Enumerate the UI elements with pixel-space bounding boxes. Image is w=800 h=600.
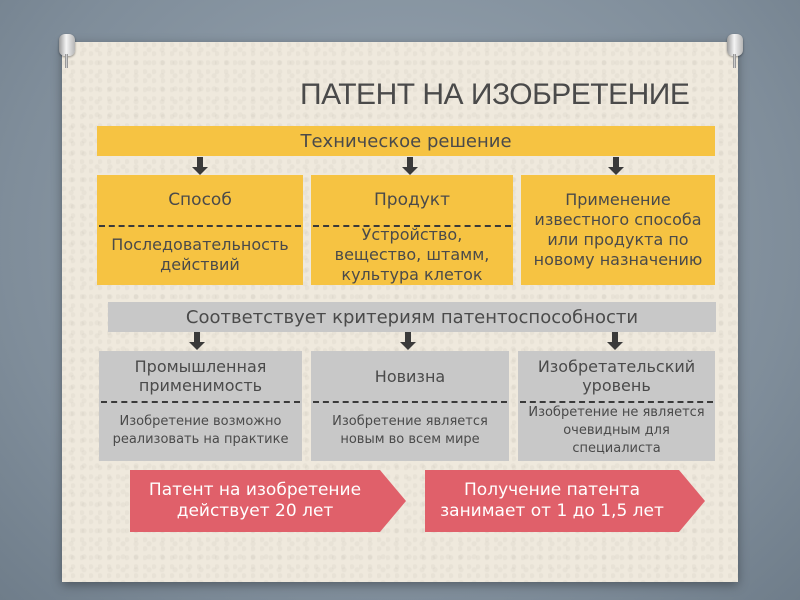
criterion-description: Изобретение не является очевидным для сп… xyxy=(528,405,705,456)
red-arrow-shape xyxy=(130,470,406,532)
type-box-method: Способ Последовательность действий xyxy=(97,175,303,285)
type-title: Способ xyxy=(168,190,232,210)
validity-callout: Патент на изобретение действует 20 лет xyxy=(130,470,406,532)
type-title: Применение известного способа или продук… xyxy=(533,190,703,269)
dashed-divider xyxy=(99,225,301,227)
criterion-title: Изобретательский уровень xyxy=(537,357,696,395)
callout-text: Патент на изобретение действует 20 лет xyxy=(148,480,362,521)
dashed-divider xyxy=(313,225,511,227)
red-arrow-shape xyxy=(425,470,705,532)
duration-callout: Получение патента занимает от 1 до 1,5 л… xyxy=(425,470,705,532)
type-description: Последовательность действий xyxy=(111,235,289,274)
type-box-new-use: Применение известного способа или продук… xyxy=(521,175,715,285)
pushpin-icon xyxy=(56,34,78,68)
criterion-box-inventive-step: Изобретательский уровень Изобретение не … xyxy=(518,351,715,461)
type-description: Устройство, вещество, штамм, культура кл… xyxy=(334,225,490,284)
criterion-box-novelty: Новизна Изобретение является новым во вс… xyxy=(311,351,509,461)
criterion-title: Промышленная применимость xyxy=(134,357,267,395)
criterion-description: Изобретение возможно реализовать на прак… xyxy=(112,414,289,447)
type-box-product: Продукт Устройство, вещество, штамм, кул… xyxy=(311,175,513,285)
criteria-bar: Соответствует критериям патентоспособнос… xyxy=(108,302,716,332)
slide-title: ПАТЕНТ НА ИЗОБРЕТЕНИЕ xyxy=(300,78,690,111)
criterion-title: Новизна xyxy=(374,366,446,386)
dashed-divider xyxy=(101,401,300,403)
type-title: Продукт xyxy=(374,190,450,210)
pushpin-icon xyxy=(724,34,746,68)
technical-solution-bar: Техническое решение xyxy=(97,126,715,156)
callout-text: Получение патента занимает от 1 до 1,5 л… xyxy=(440,480,664,521)
dashed-divider xyxy=(313,401,507,403)
criterion-description: Изобретение является новым во всем мире xyxy=(332,414,488,447)
criterion-box-applicability: Промышленная применимость Изобретение во… xyxy=(99,351,302,461)
dashed-divider xyxy=(520,401,713,403)
